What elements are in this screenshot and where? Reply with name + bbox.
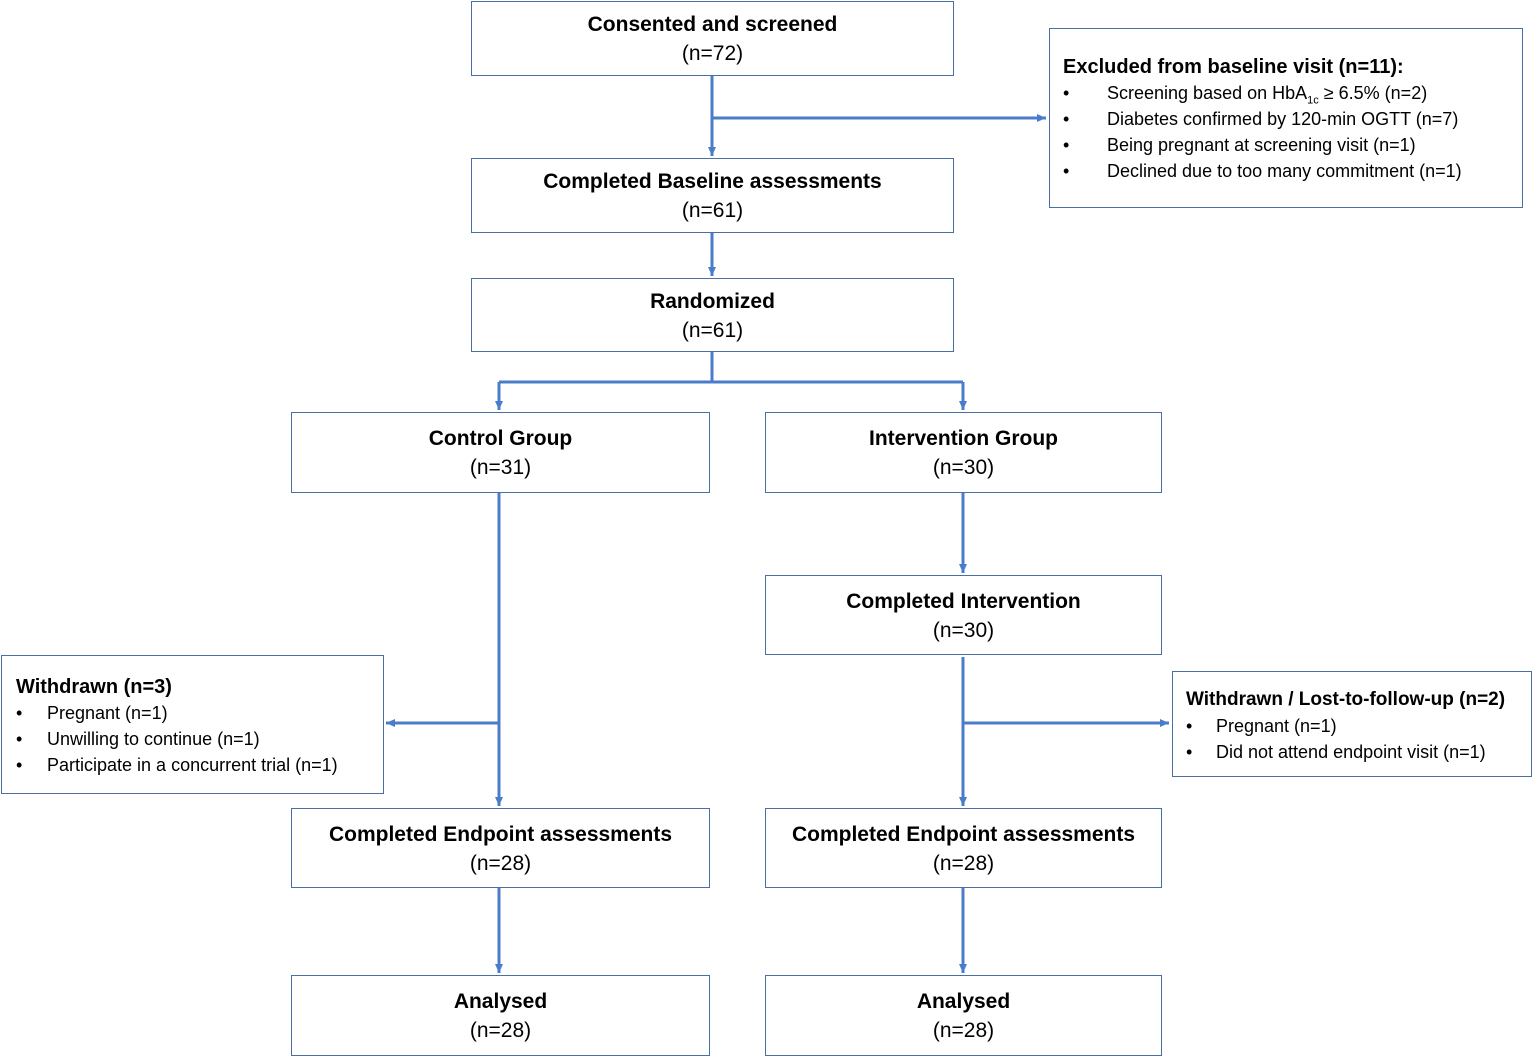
bullet-icon: • (1063, 161, 1070, 181)
excluded-item-hba1c-pre: Screening based on HbA (1107, 83, 1308, 103)
control-group-title: Control Group (428, 427, 573, 450)
excluded-item-hba1c: Screening based on HbA1c ≥ 6.5% (n=2) (1107, 80, 1427, 106)
list-item: • Declined due to too many commitment (n… (1063, 158, 1522, 184)
control-endpoint-count: (n=28) (469, 852, 532, 875)
control-endpoint-title: Completed Endpoint assessments (328, 823, 673, 846)
bullet-icon: • (16, 703, 23, 723)
excluded-heading: Excluded from baseline visit (n=11): (1063, 56, 1404, 78)
list-item: • Unwilling to continue (n=1) (16, 726, 383, 752)
excluded-item-ogtt: Diabetes confirmed by 120-min OGTT (n=7) (1107, 109, 1459, 129)
excluded-item-hba1c-sub: 1c (1307, 94, 1319, 107)
excluded-list: • Screening based on HbA1c ≥ 6.5% (n=2) … (1063, 80, 1522, 184)
control-group-box: Control Group (n=31) (291, 412, 710, 493)
consented-title: Consented and screened (587, 13, 838, 36)
randomized-count: (n=61) (681, 319, 744, 342)
withdrawn-control-item: Pregnant (n=1) (47, 703, 168, 723)
control-group-count: (n=31) (469, 456, 532, 479)
intervention-group-count: (n=30) (932, 456, 995, 479)
control-analysed-count: (n=28) (469, 1019, 532, 1042)
list-item: • Pregnant (n=1) (1186, 713, 1531, 739)
withdrawn-control-box: Withdrawn (n=3) • Pregnant (n=1) • Unwil… (1, 655, 384, 794)
withdrawn-control-heading: Withdrawn (n=3) (16, 676, 172, 698)
control-analysed-box: Analysed (n=28) (291, 975, 710, 1056)
consented-count: (n=72) (681, 42, 744, 65)
list-item: • Did not attend endpoint visit (n=1) (1186, 739, 1531, 765)
bullet-icon: • (1186, 716, 1193, 736)
intervention-endpoint-title: Completed Endpoint assessments (791, 823, 1136, 846)
completed-intervention-title: Completed Intervention (846, 590, 1081, 613)
bullet-icon: • (1063, 135, 1070, 155)
intervention-endpoint-box: Completed Endpoint assessments (n=28) (765, 808, 1162, 888)
withdrawn-control-item: Participate in a concurrent trial (n=1) (47, 755, 338, 775)
baseline-count: (n=61) (681, 199, 744, 222)
baseline-box: Completed Baseline assessments (n=61) (471, 158, 954, 233)
bullet-icon: • (1063, 109, 1070, 129)
intervention-analysed-count: (n=28) (932, 1019, 995, 1042)
withdrawn-intervention-item: Did not attend endpoint visit (n=1) (1216, 742, 1486, 762)
intervention-group-title: Intervention Group (869, 427, 1058, 450)
excluded-item-pregnant: Being pregnant at screening visit (n=1) (1107, 135, 1416, 155)
randomized-title: Randomized (650, 290, 775, 313)
list-item: • Screening based on HbA1c ≥ 6.5% (n=2) (1063, 80, 1522, 106)
intervention-endpoint-count: (n=28) (932, 852, 995, 875)
withdrawn-intervention-heading: Withdrawn / Lost-to-follow-up (n=2) (1186, 689, 1506, 710)
completed-intervention-count: (n=30) (932, 619, 995, 642)
withdrawn-intervention-box: Withdrawn / Lost-to-follow-up (n=2) • Pr… (1172, 671, 1532, 777)
intervention-analysed-title: Analysed (916, 990, 1011, 1013)
list-item: • Participate in a concurrent trial (n=1… (16, 752, 383, 778)
bullet-icon: • (16, 755, 23, 775)
randomized-box: Randomized (n=61) (471, 278, 954, 352)
excluded-item-declined: Declined due to too many commitment (n=1… (1107, 161, 1462, 181)
withdrawn-control-item: Unwilling to continue (n=1) (47, 729, 260, 749)
completed-intervention-box: Completed Intervention (n=30) (765, 575, 1162, 655)
withdrawn-control-list: • Pregnant (n=1) • Unwilling to continue… (16, 700, 383, 778)
bullet-icon: • (1186, 742, 1193, 762)
consented-box: Consented and screened (n=72) (471, 1, 954, 76)
bullet-icon: • (1063, 83, 1070, 103)
list-item: • Diabetes confirmed by 120-min OGTT (n=… (1063, 106, 1522, 132)
intervention-analysed-box: Analysed (n=28) (765, 975, 1162, 1056)
excluded-item-hba1c-post: ≥ 6.5% (n=2) (1318, 83, 1428, 103)
bullet-icon: • (16, 729, 23, 749)
control-analysed-title: Analysed (453, 990, 548, 1013)
control-endpoint-box: Completed Endpoint assessments (n=28) (291, 808, 710, 888)
withdrawn-intervention-list: • Pregnant (n=1) • Did not attend endpoi… (1186, 713, 1531, 765)
list-item: • Pregnant (n=1) (16, 700, 383, 726)
withdrawn-intervention-item: Pregnant (n=1) (1216, 716, 1337, 736)
baseline-title: Completed Baseline assessments (543, 170, 882, 193)
excluded-box: Excluded from baseline visit (n=11): • S… (1049, 28, 1523, 208)
intervention-group-box: Intervention Group (n=30) (765, 412, 1162, 493)
list-item: • Being pregnant at screening visit (n=1… (1063, 132, 1522, 158)
